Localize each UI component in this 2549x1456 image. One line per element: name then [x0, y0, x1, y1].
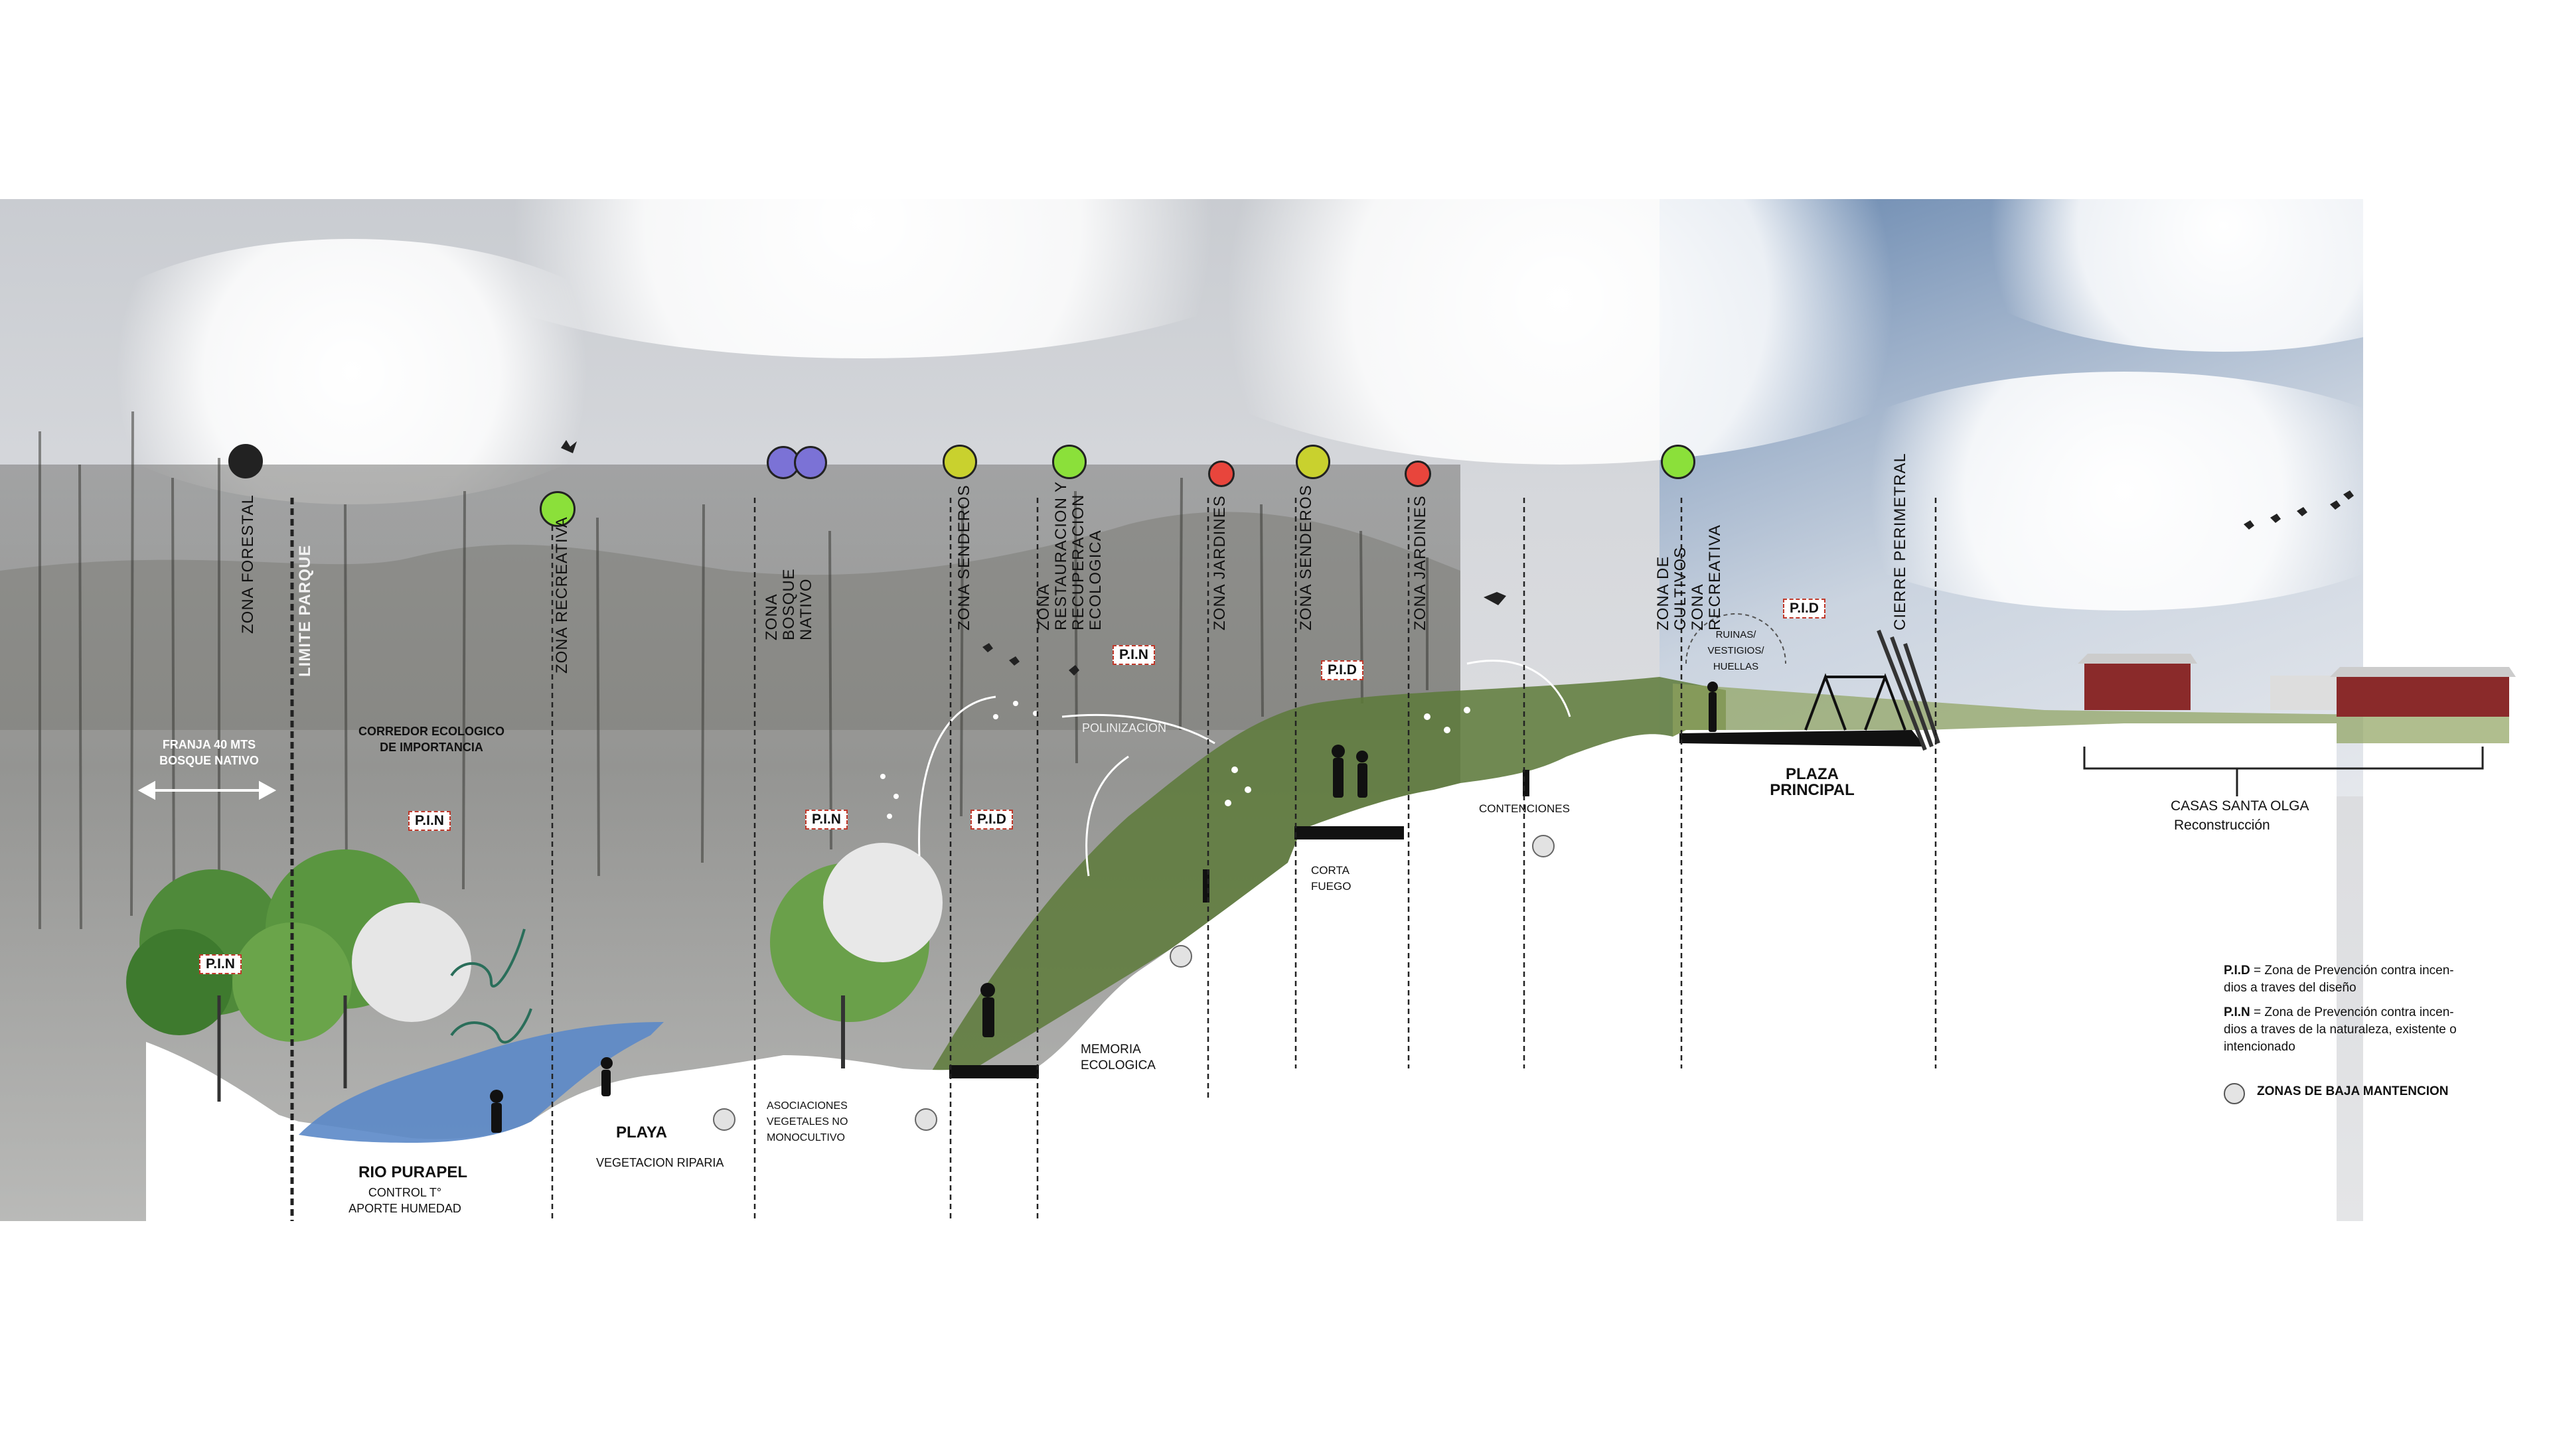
label-plaza-principal: PLAZA PRINCIPAL — [1762, 766, 1862, 798]
label-plaza-text: PLAZA PRINCIPAL — [1770, 765, 1855, 799]
label-zona-jardines-1: ZONA JARDINES — [1211, 495, 1229, 630]
label-zona-bosque-nativo: ZONA BOSQUE NATIVO — [763, 528, 815, 640]
label-asociaciones-text: ASOCIACIONES VEGETALES NO MONOCULTIVO — [767, 1100, 848, 1143]
legend-low-maintenance: ZONAS DE BAJA MANTENCION — [2257, 1084, 2449, 1098]
label-playa: PLAYA — [616, 1124, 667, 1141]
legend-pid-key: P.I.D — [2224, 964, 2250, 978]
cloud — [1925, 100, 2522, 352]
label-limite-parque: LIMITE PARQUE — [296, 544, 314, 677]
tag-pid: P.I.D — [970, 810, 1013, 830]
label-zona-restauracion: ZONA RESTAURACION Y RECUPERACION ECOLOGI… — [1035, 478, 1105, 630]
zone-dot-recreativa — [540, 491, 576, 527]
cloud — [1128, 133, 1991, 465]
label-polinizacion: POLINIZACION — [1082, 721, 1167, 735]
zone-dot-senderos — [1296, 445, 1330, 479]
cloud — [1792, 372, 2456, 611]
tag-pin: P.I.N — [1113, 645, 1155, 665]
label-ruinas-text: RUINAS/ VESTIGIOS/ HUELLAS — [1707, 629, 1764, 672]
burnt-trees — [39, 411, 1429, 930]
label-rio-purapel: RIO PURAPEL — [358, 1163, 468, 1181]
platform — [949, 1065, 1039, 1078]
birds — [561, 440, 2354, 676]
tag-pin: P.I.N — [199, 954, 242, 974]
barrier — [1523, 770, 1529, 796]
pollination-arrows — [918, 660, 1571, 877]
label-cierre-perimetral: CIERRE PERIMETRAL — [1891, 453, 1909, 630]
label-zona-forestal: ZONA FORESTAL — [239, 494, 257, 634]
barrier — [1203, 869, 1209, 903]
low-maintenance-dot — [915, 1108, 937, 1131]
label-zona-bosque-nativo-text: ZONA BOSQUE NATIVO — [763, 568, 815, 640]
zone-dot-restauracion — [1052, 445, 1087, 479]
label-memoria-ecologica: MEMORIA ECOLOGICA — [1081, 1042, 1160, 1074]
river-water — [299, 1022, 664, 1143]
label-corredor: CORREDOR ECOLOGICO DE IMPORTANCIA — [358, 723, 504, 755]
plaza-platform — [1679, 730, 1925, 747]
label-corta-fuego: CORTA FUEGO — [1311, 863, 1364, 895]
corta-fuego-platform — [1294, 826, 1404, 839]
houses — [2078, 654, 2516, 717]
label-memoria-text: MEMORIA ECOLOGICA — [1081, 1043, 1156, 1072]
zone-dot-senderos — [943, 445, 977, 479]
ground-cut — [146, 723, 2337, 1221]
label-asociaciones: ASOCIACIONES VEGETALES NO MONOCULTIVO — [767, 1098, 899, 1146]
label-vegetacion-riparia: VEGETACION RIPARIA — [596, 1156, 724, 1169]
cloud — [53, 239, 651, 504]
tag-pid: P.I.D — [1321, 660, 1363, 680]
label-ruinas: RUINAS/ VESTIGIOS/ HUELLAS — [1696, 627, 1776, 675]
label-zona-senderos-2: ZONA SENDEROS — [1297, 484, 1315, 630]
label-zona-jardines-2: ZONA JARDINES — [1411, 495, 1429, 630]
zone-dot-forestal — [228, 444, 263, 478]
pollination-dots — [880, 701, 1470, 819]
label-rio-note: CONTROL T° APORTE HUMEDAD — [345, 1185, 465, 1216]
legend-pin-text: = Zona de Prevención contra incen- dios … — [2224, 1005, 2457, 1054]
native-trees — [126, 843, 943, 1102]
zone-divider-lines — [551, 498, 1937, 1221]
label-zona-recreativa: ZONA RECREATIVA — [553, 516, 571, 674]
zone-dot-bosque-nativo — [794, 446, 827, 479]
label-rio-note-text: CONTROL T° APORTE HUMEDAD — [348, 1186, 461, 1215]
label-franja-text: FRANJA 40 MTS BOSQUE NATIVO — [159, 738, 259, 767]
legend-low-maintenance-icon — [2224, 1083, 2245, 1104]
label-zona-cultivos-text: ZONA DE CULTIVOS ZONA RECREATIVA — [1654, 524, 1724, 630]
tag-pid: P.I.D — [1783, 599, 1825, 619]
legend-pid: P.I.D = Zona de Prevención contra incen-… — [2224, 962, 2476, 997]
people-silhouettes — [490, 682, 1718, 1133]
label-franja: FRANJA 40 MTS BOSQUE NATIVO — [149, 737, 269, 768]
low-maintenance-dot — [713, 1108, 735, 1131]
label-zona-senderos-1: ZONA SENDEROS — [955, 484, 973, 630]
legend-pin: P.I.N = Zona de Prevención contra incen-… — [2224, 1004, 2476, 1056]
label-contenciones: CONTENCIONES — [1479, 802, 1570, 815]
tag-pin: P.I.N — [805, 810, 848, 830]
low-maintenance-dot — [1532, 835, 1555, 857]
zone-dot-cultivos — [1661, 445, 1695, 479]
background-hill — [0, 512, 1460, 730]
franja-arrow — [137, 780, 277, 800]
zone-dot-jardines — [1405, 461, 1431, 487]
label-casas-santa-olga: CASAS SANTA OLGA — [2171, 798, 2309, 814]
humidity-swirls — [450, 928, 532, 1044]
label-zona-cultivos: ZONA DE CULTIVOS ZONA RECREATIVA — [1654, 498, 1724, 630]
legend-pin-key: P.I.N — [2224, 1005, 2250, 1019]
swing-set — [1804, 673, 1906, 731]
ruinas-outline — [1685, 613, 1786, 664]
zone-dot-jardines — [1208, 461, 1235, 487]
tag-pin: P.I.N — [408, 811, 451, 831]
label-zona-restauracion-text: ZONA RESTAURACION Y RECUPERACION ECOLOGI… — [1035, 481, 1105, 630]
label-reconstruccion: Reconstrucción — [2174, 818, 2270, 833]
casas-bracket — [2083, 747, 2484, 796]
label-corredor-text: CORREDOR ECOLOGICO DE IMPORTANCIA — [358, 725, 505, 754]
perimeter-fence — [1877, 629, 1940, 751]
legend-pid-text: = Zona de Prevención contra incen- dios … — [2224, 964, 2454, 995]
low-maintenance-dot — [1170, 945, 1192, 968]
label-corta-fuego-text: CORTA FUEGO — [1311, 864, 1352, 893]
